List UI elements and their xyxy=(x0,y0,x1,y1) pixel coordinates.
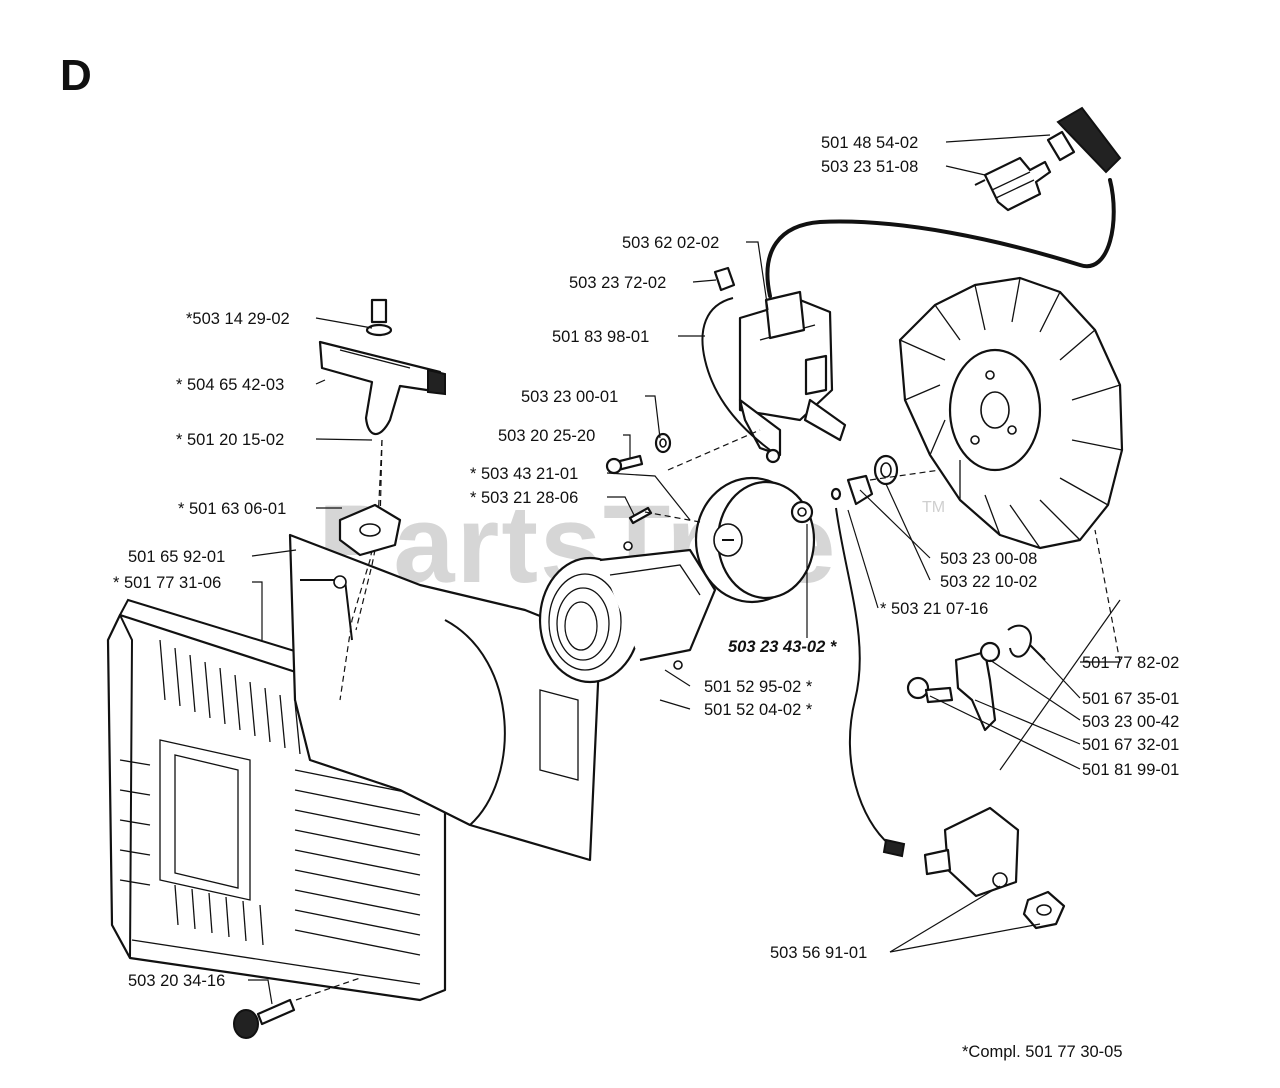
part-labels: 501 48 54-02 503 23 51-08 503 62 02-02 5… xyxy=(113,134,1179,990)
label-501-77-82-02: 501 77 82-02 xyxy=(1082,654,1179,672)
label-501-65-92-01: 501 65 92-01 xyxy=(128,548,225,566)
label-503-20-34-16: 503 20 34-16 xyxy=(128,972,225,990)
cover-screw xyxy=(233,977,361,1039)
label-501-81-99-01: 501 81 99-01 xyxy=(1082,761,1179,779)
spark-plug-cap xyxy=(1046,106,1122,174)
washer-503-23-00-01 xyxy=(654,432,672,454)
recoil-spring-pulley xyxy=(538,541,717,684)
section-letter: D xyxy=(60,51,92,100)
label-504-65-42-03: * 504 65 42-03 xyxy=(176,376,284,394)
starter-rope-handle xyxy=(318,298,446,701)
watermark-tm: TM xyxy=(922,499,945,516)
label-503-23-00-01: 503 23 00-01 xyxy=(521,388,618,406)
label-501-77-31-06: * 501 77 31-06 xyxy=(113,574,221,592)
ignition-module xyxy=(701,178,1116,464)
pawl-assembly xyxy=(906,624,1046,732)
label-501-83-98-01: 501 83 98-01 xyxy=(552,328,649,346)
label-503-62-02-02: 503 62 02-02 xyxy=(622,234,719,252)
label-503-23-00-42: 503 23 00-42 xyxy=(1082,713,1179,731)
label-503-23-00-08: 503 23 00-08 xyxy=(940,550,1037,568)
label-503-21-28-06: * 503 21 28-06 xyxy=(470,489,578,507)
label-501-63-06-01: * 501 63 06-01 xyxy=(178,500,286,518)
screw-503-20-25-20 xyxy=(605,454,644,475)
label-503-23-51-08: 503 23 51-08 xyxy=(821,158,918,176)
label-501-52-04-02: 501 52 04-02 * xyxy=(704,701,813,719)
spark-plug xyxy=(974,156,1052,212)
label-503-23-72-02: 503 23 72-02 xyxy=(569,274,666,292)
starter-pulley xyxy=(694,476,816,604)
label-503-21-07-16: * 503 21 07-16 xyxy=(880,600,988,618)
nut-and-washer-flywheel xyxy=(830,454,899,506)
flywheel xyxy=(898,276,1124,550)
label-503-20-25-20: 503 20 25-20 xyxy=(498,427,595,445)
label-501-52-95-02: 501 52 95-02 * xyxy=(704,678,813,696)
label-503-43-21-01: * 503 43 21-01 xyxy=(470,465,578,483)
label-501-20-15-02: * 501 20 15-02 xyxy=(176,431,284,449)
footnote: *Compl. 501 77 30-05 xyxy=(962,1043,1123,1061)
label-503-22-10-02: 503 22 10-02 xyxy=(940,573,1037,591)
label-503-14-29-02: *503 14 29-02 xyxy=(186,310,290,328)
stop-switch xyxy=(835,507,1066,930)
label-503-56-91-01: 503 56 91-01 xyxy=(770,944,867,962)
label-503-23-43-02: 503 23 43-02 * xyxy=(728,638,838,656)
starter-back-plate xyxy=(288,533,602,862)
label-501-67-32-01: 501 67 32-01 xyxy=(1082,736,1179,754)
label-501-48-54-02: 501 48 54-02 xyxy=(821,134,918,152)
leader-lines xyxy=(248,134,1121,1005)
label-501-67-35-01: 501 67 35-01 xyxy=(1082,690,1179,708)
